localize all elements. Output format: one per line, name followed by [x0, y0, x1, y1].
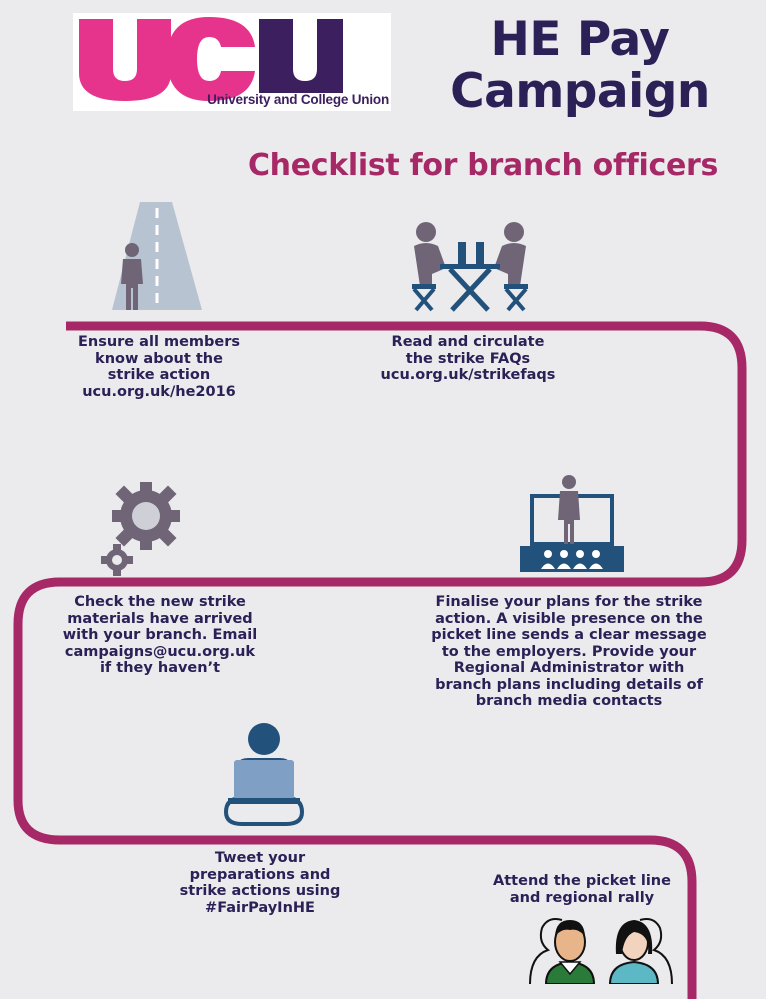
laptop-person-icon	[223, 723, 305, 826]
road-person-icon	[112, 202, 202, 310]
step-text: Attend the picket line and regional rall…	[493, 873, 671, 906]
gears-icon	[101, 482, 180, 576]
presentation-icon	[520, 475, 624, 572]
step-text: Check the new strike materials have arri…	[62, 594, 258, 676]
meeting-table-icon	[412, 222, 528, 312]
people-icon	[529, 918, 673, 984]
page-subtitle: Checklist for branch officers	[247, 148, 719, 183]
campaign-title: HE Pay Campaign	[450, 12, 710, 119]
step-text: Finalise your plans for the strike actio…	[431, 594, 707, 709]
step-text: Tweet your preparations and strike actio…	[179, 850, 341, 916]
step-text: Read and circulate the strike FAQs ucu.o…	[380, 334, 556, 383]
logo-tagline: University and College Union	[207, 92, 389, 107]
ucu-logo-letters	[79, 17, 343, 101]
step-text: Ensure all members know about the strike…	[77, 334, 241, 400]
